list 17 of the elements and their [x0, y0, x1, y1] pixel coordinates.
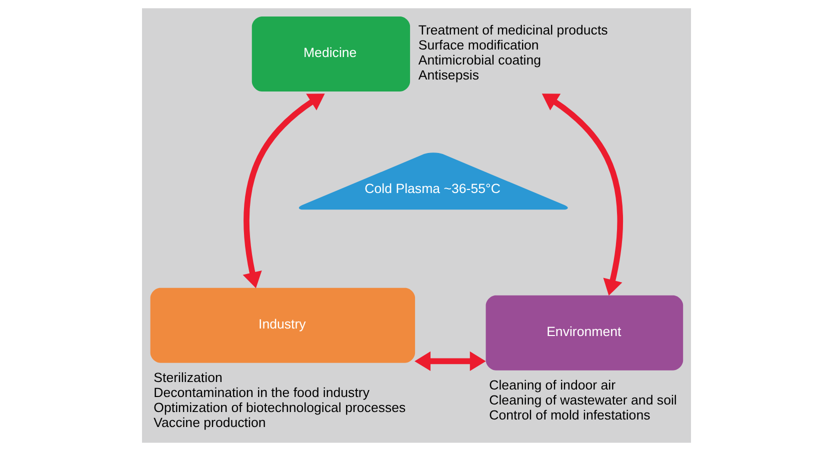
- node-label: Control of mold infestations: [488, 407, 650, 422]
- node-box: Medicine: [251, 16, 410, 92]
- node-label: Cleaning of wastewater and soil: [488, 392, 676, 408]
- node-label: Decontamination in the food industry: [153, 384, 369, 400]
- node-box: Environment: [485, 295, 683, 370]
- node-label: Cleaning of indoor air: [488, 377, 616, 392]
- node-label: Sterilization: [153, 370, 222, 385]
- node-label: Surface modification: [418, 38, 538, 53]
- node-label: Antimicrobial coating: [418, 52, 541, 68]
- node-label: Antisepsis: [418, 68, 478, 83]
- node-label: Optimization of biotechnological processes: [153, 400, 406, 415]
- arrow: [541, 94, 622, 296]
- node-label: Vaccine production: [153, 414, 266, 430]
- node-box: Industry: [150, 288, 415, 363]
- node-label: Treatment of medicinal products: [418, 22, 608, 38]
- arrow: [242, 94, 324, 288]
- arrow: [414, 351, 486, 371]
